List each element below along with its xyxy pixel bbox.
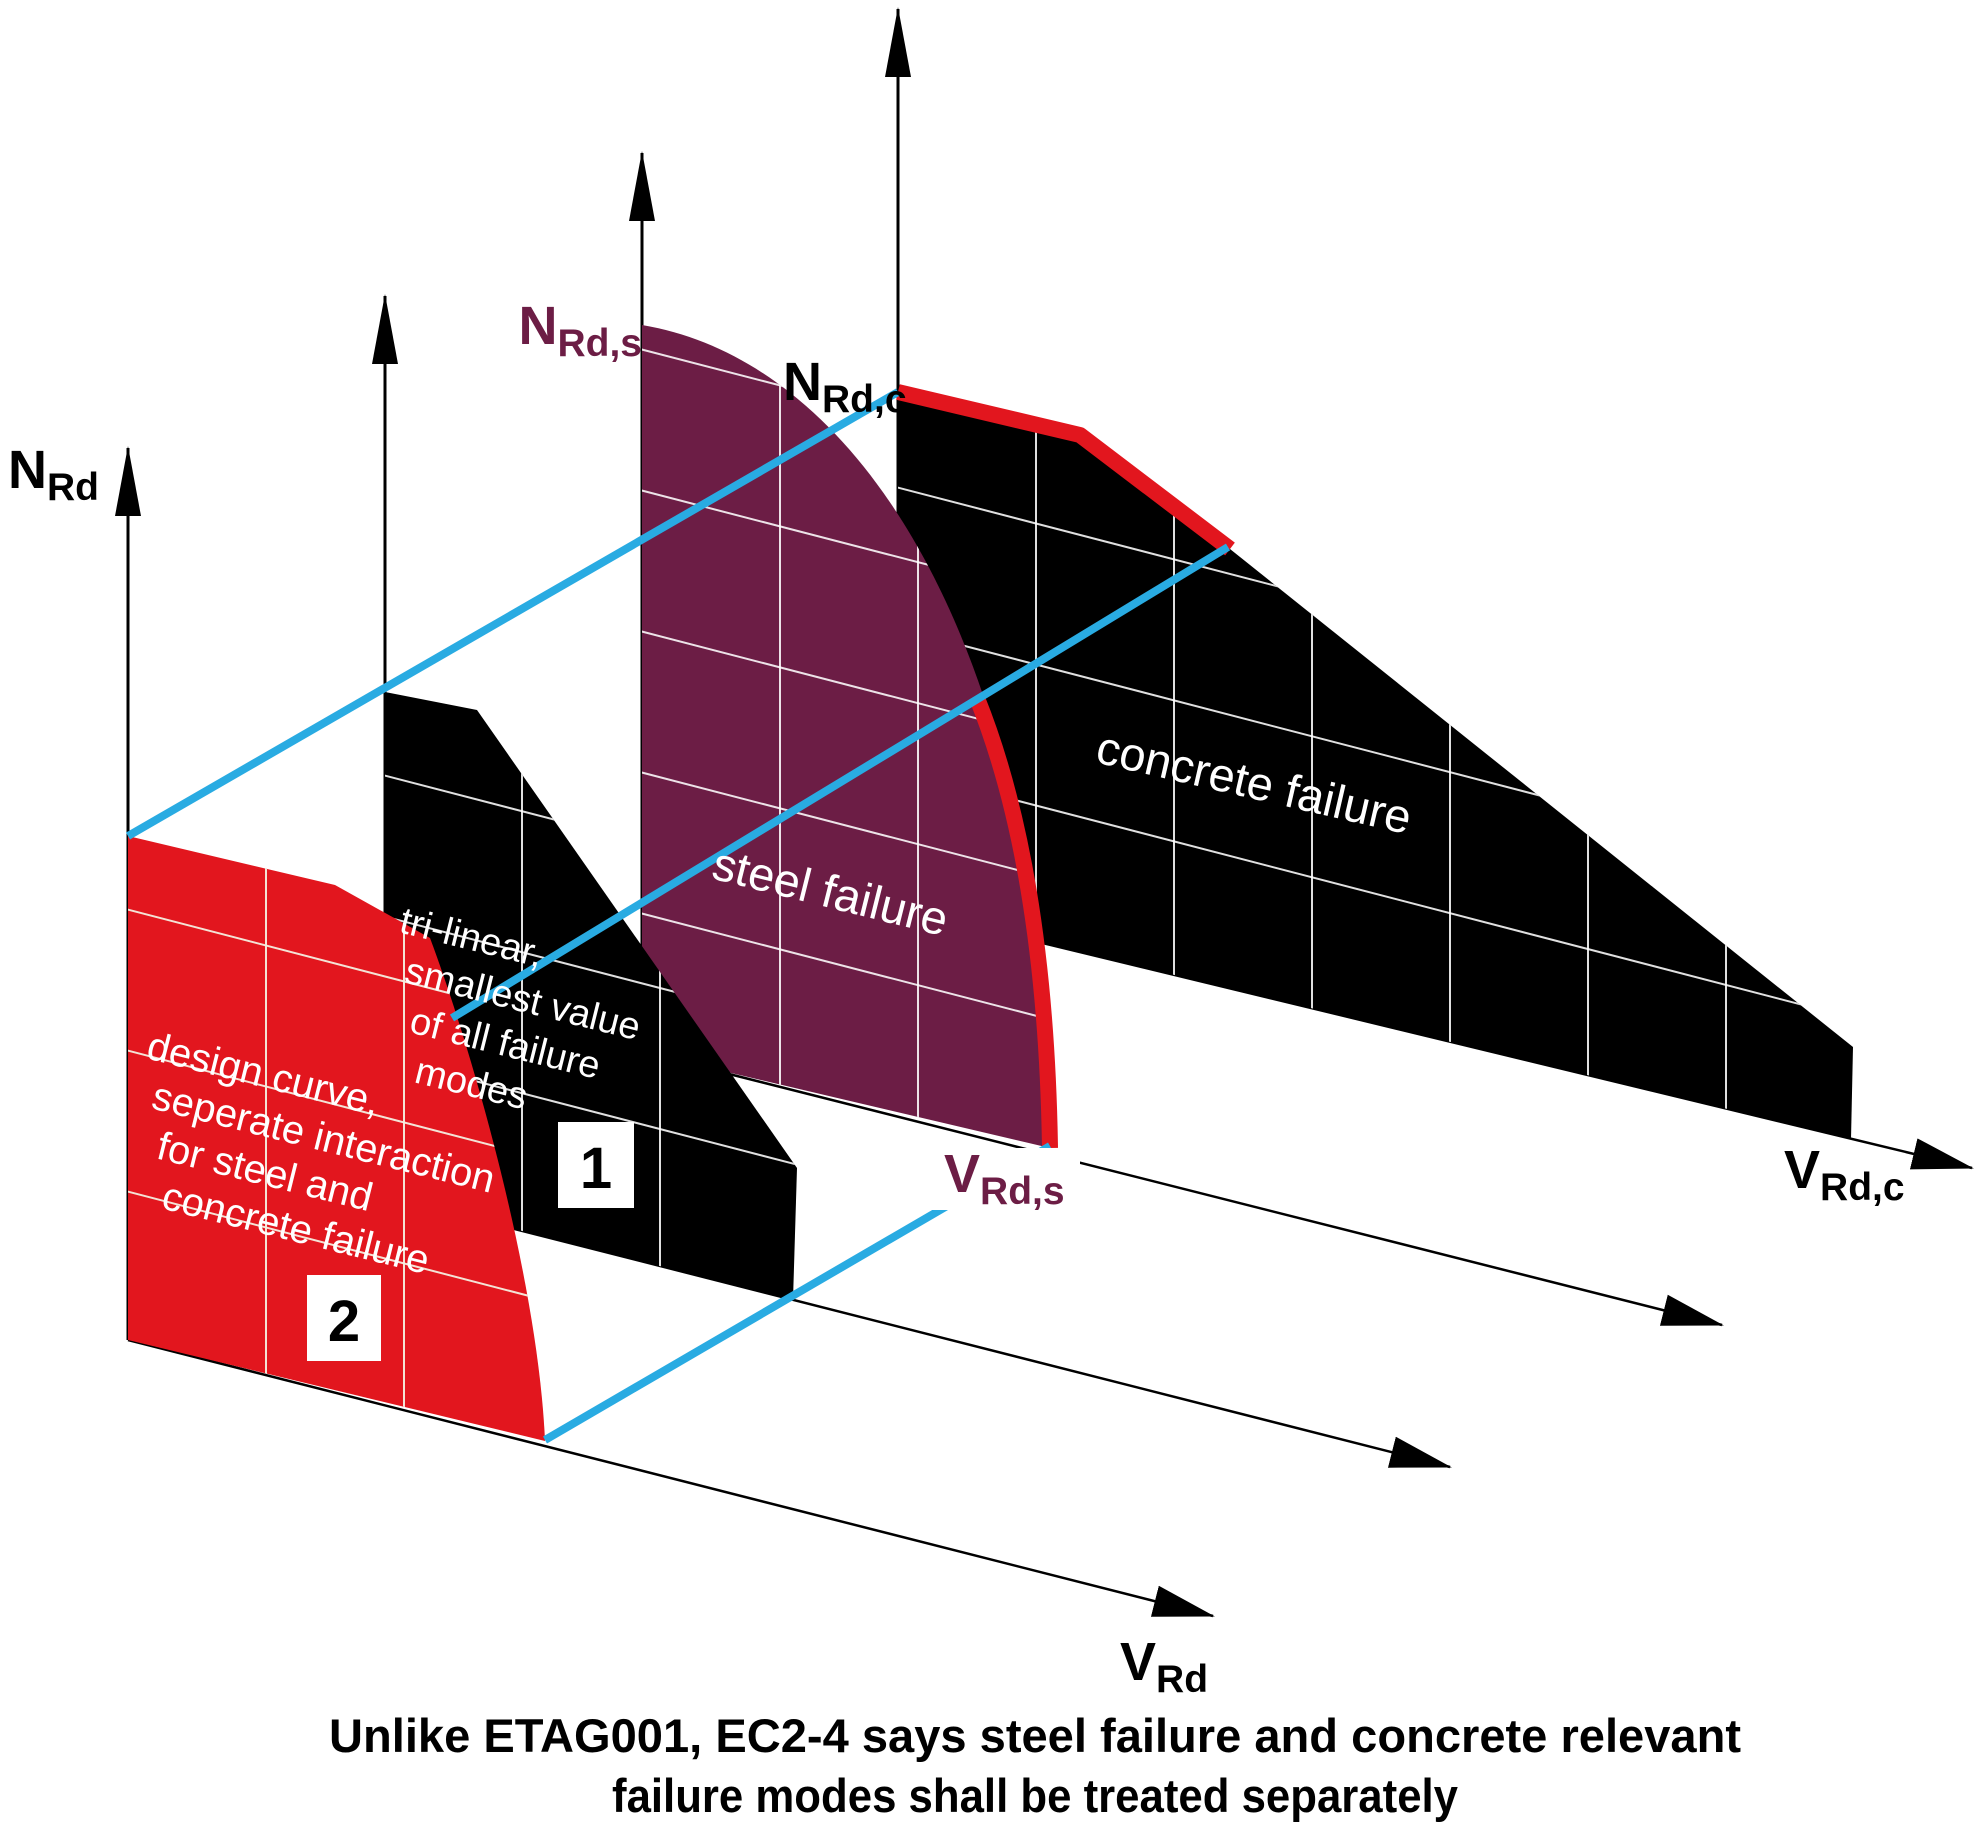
label-n-rd-main: N [8,440,47,500]
label-v-rd-s-main: V [944,1144,980,1204]
projection-line-transition [449,543,1231,1022]
design-envelope-concrete-branch [896,384,1235,556]
badge-number-2: 2 [328,1289,360,1354]
caption-line-1: Unlike ETAG001, EC2-4 says steel failure… [329,1709,1741,1762]
label-v-rd-sub: Rd [1156,1658,1208,1701]
badge-square-2 [307,1275,381,1361]
badge-number-1: 1 [580,1136,612,1201]
v-axis-steel [641,1050,1724,1327]
label-v-rd-s-backing [928,1148,1080,1210]
label-v-rd-main: V [1120,1632,1156,1692]
label-n-rd: NRd [8,440,99,509]
label-v-rd: VRd [1120,1632,1208,1701]
caption-line-2: failure modes shall be treated separatel… [612,1769,1458,1822]
badge-square-1 [558,1122,634,1208]
label-v-rd-s-sub: Rd,s [980,1170,1065,1213]
label-n-rd-sub: Rd [47,466,99,509]
label-n-rd-s-sub: Rd,s [557,322,642,365]
design-plane-surface [128,836,545,1441]
design-curve-plane [128,836,545,1441]
label-n-rd-c-sub: Rd,c [822,378,907,421]
label-n-rd-c: NRd,c [783,352,907,421]
label-n-rd-s-main: N [518,296,557,356]
caption: Unlike ETAG001, EC2-4 says steel failure… [329,1709,1741,1822]
label-v-rd-c-sub: Rd,c [1820,1166,1905,1209]
label-n-rd-c-main: N [783,352,822,412]
label-v-rd-c-main: V [1784,1140,1820,1200]
plane-number-badges: 1 2 [307,1122,634,1361]
v-axis-design [127,1338,1215,1618]
axis-labels: NRd NRd,s NRd,c VRd,s VRd,c VRd [8,296,1905,1701]
design-envelope-steel-branch [969,695,1058,1149]
concrete-plane-surface [898,392,1853,1139]
concrete-failure-plane [896,384,1853,1139]
steel-plane-surface [642,325,1050,1148]
label-v-rd-c: VRd,c [1784,1140,1905,1209]
projection-line-peaks [126,388,900,840]
label-n-rd-s: NRd,s [518,296,642,365]
label-v-rd-s: VRd,s [944,1144,1065,1213]
